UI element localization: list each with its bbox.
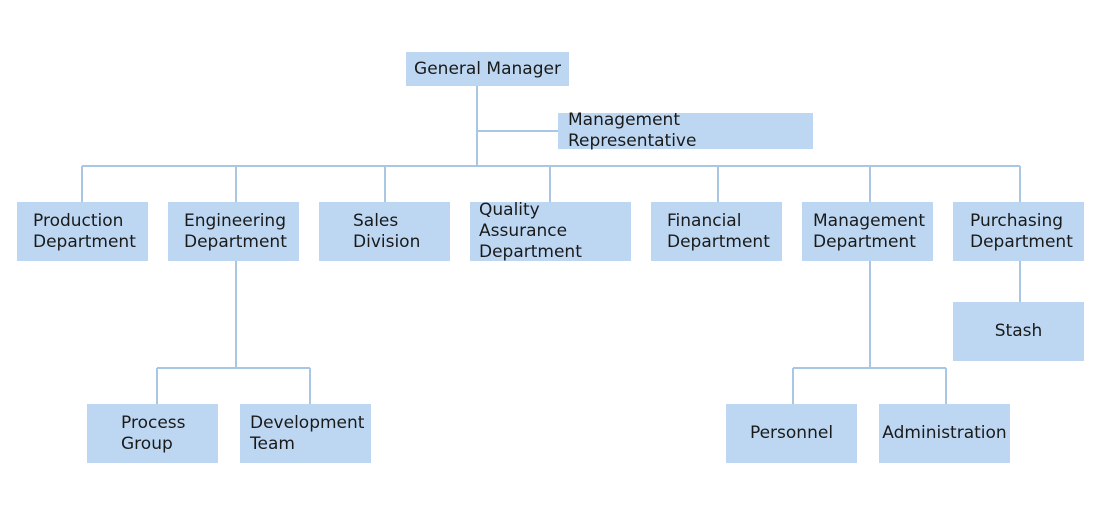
node-management-department-label: Management Department — [813, 210, 925, 252]
node-development-team: Development Team — [240, 404, 371, 463]
node-financial-department: Financial Department — [651, 202, 782, 261]
node-stash-label: Stash — [994, 321, 1043, 341]
node-general-manager: General Manager — [406, 52, 569, 86]
node-purchasing-department-label: Purchasing Department — [970, 210, 1073, 252]
node-engineering-department-label: Engineering Department — [184, 210, 287, 252]
node-management-representative-label: Management Representative — [568, 110, 697, 151]
node-sales-division: Sales Division — [319, 202, 450, 261]
node-development-team-label: Development Team — [250, 412, 365, 454]
node-process-group-label: Process Group — [121, 412, 186, 454]
node-stash: Stash — [953, 302, 1084, 361]
node-general-manager-label: General Manager — [414, 58, 561, 79]
node-management-department: Management Department — [802, 202, 933, 261]
node-personnel: Personnel — [726, 404, 857, 463]
node-personnel-label: Personnel — [749, 423, 834, 443]
node-purchasing-department: Purchasing Department — [953, 202, 1084, 261]
node-administration-label: Administration — [882, 423, 1007, 443]
node-process-group: Process Group — [87, 404, 218, 463]
node-production-department-label: Production Department — [33, 210, 136, 252]
node-financial-department-label: Financial Department — [667, 210, 770, 252]
node-administration: Administration — [879, 404, 1010, 463]
node-sales-division-label: Sales Division — [353, 210, 421, 252]
node-quality-assurance-department: Quality Assurance Department — [470, 200, 631, 262]
node-quality-assurance-department-label: Quality Assurance Department — [479, 200, 582, 262]
node-engineering-department: Engineering Department — [168, 202, 299, 261]
node-production-department: Production Department — [17, 202, 148, 261]
node-management-representative: Management Representative — [558, 110, 813, 151]
